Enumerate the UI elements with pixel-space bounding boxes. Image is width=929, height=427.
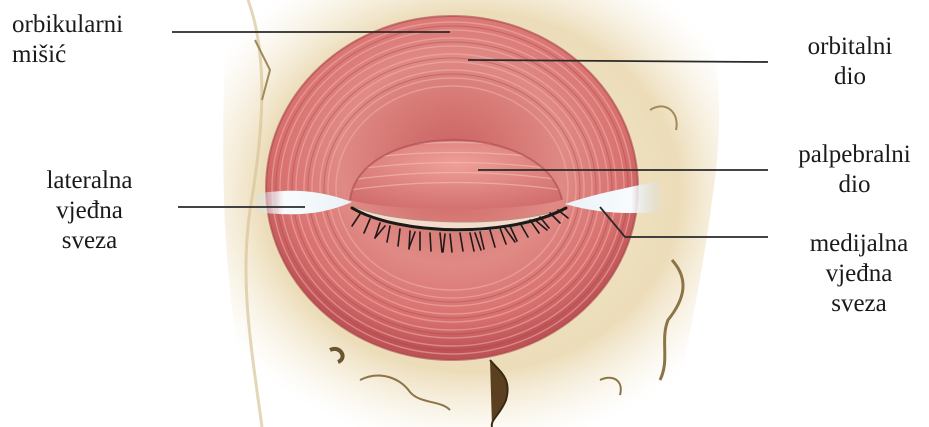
label-lateral-line1: lateralna: [22, 166, 157, 196]
label-medial-line2: vjeđna: [796, 259, 922, 289]
label-orbital-line2: dio: [795, 62, 905, 92]
label-palpebral-line1: palpebralni: [782, 140, 927, 170]
label-lateral-line2: vjeđna: [22, 196, 157, 226]
label-orbital-part: orbitalni dio: [795, 32, 905, 92]
label-lateral-line3: sveza: [22, 226, 157, 256]
label-orbicular-muscle: orbikularni mišić: [12, 10, 123, 70]
label-orbicular-line1: orbikularni: [12, 10, 123, 40]
label-medial-line1: medijalna: [796, 229, 922, 259]
label-orbital-line1: orbitalni: [795, 32, 905, 62]
label-medial-ligament: medijalna vjeđna sveza: [796, 229, 922, 319]
label-orbicular-line2: mišić: [12, 40, 123, 70]
label-lateral-ligament: lateralna vjeđna sveza: [22, 166, 157, 256]
label-palpebral-line2: dio: [782, 170, 927, 200]
label-palpebral-part: palpebralni dio: [782, 140, 927, 200]
label-medial-line3: sveza: [796, 289, 922, 319]
